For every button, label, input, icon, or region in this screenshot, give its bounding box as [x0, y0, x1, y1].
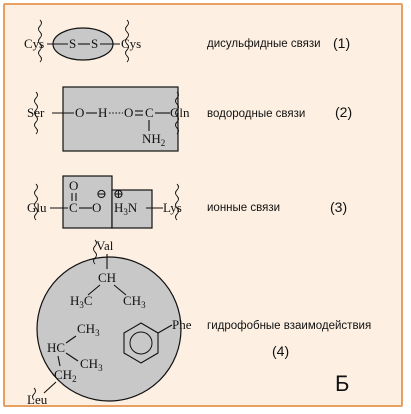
plus-charge-icon: ⊕	[113, 186, 124, 201]
chain-wavy-bottom	[32, 387, 36, 401]
sulfur-atom: S	[91, 36, 98, 51]
bond-number-3: (3)	[330, 199, 347, 215]
oxygen-atom: O	[124, 105, 133, 120]
hydrogen-group: Ser O H O C Gln NH2 водородные связи (2)	[27, 86, 352, 152]
val-h3c: H3C	[70, 293, 93, 310]
oxygen-atom: O	[69, 178, 78, 193]
leu-label: Leu	[27, 392, 48, 407]
bond-label-ionic: ионные связи	[207, 202, 280, 214]
carbon-atom: C	[69, 200, 78, 215]
lys-label: Lys	[163, 200, 182, 215]
bond	[87, 284, 101, 296]
hydrogen-box	[62, 86, 179, 152]
ionic-box-left	[62, 175, 113, 229]
chain-wavy-left	[34, 91, 38, 135]
glu-label: Glu	[27, 200, 47, 215]
bond-label-hydrogen: водородные связи	[207, 108, 305, 120]
bond-label-disulfide: дисульфидные связи	[207, 38, 321, 50]
bond	[65, 352, 79, 362]
chain-wavy-left	[38, 19, 42, 63]
bond-number-4: (4)	[272, 343, 289, 359]
hydrophobic-circle	[36, 256, 182, 402]
bond-label-hydrophobic: гидрофобные взаимодействия	[207, 320, 371, 332]
bond	[157, 324, 173, 334]
bond	[43, 381, 57, 394]
bond-number-2: (2)	[335, 104, 352, 120]
cys-left-label: Cys	[24, 36, 44, 51]
leu-ch3-top: CH3	[77, 321, 100, 338]
chain-wavy-right	[175, 91, 179, 135]
panel-letter: Б	[335, 371, 349, 396]
val-label: Val	[96, 238, 114, 253]
minus-charge-icon: ⊖	[96, 186, 107, 201]
oxygen-atom: O	[92, 200, 101, 215]
leu-hc: HC	[47, 340, 65, 355]
chain-wavy-right	[125, 19, 129, 63]
chain-wavy-top	[93, 239, 97, 265]
phe-label: Phe	[172, 317, 192, 332]
oxygen-atom: O	[75, 105, 84, 120]
leu-ch2: CH2	[54, 367, 77, 384]
chain-wavy-left	[34, 183, 38, 221]
sulfur-atom: S	[69, 36, 76, 51]
val-ch: CH	[98, 270, 116, 285]
disulfide-group: Cys S S Cys дисульфидные связи (1)	[24, 19, 350, 63]
ser-label: Ser	[27, 105, 45, 120]
ammonium-group: H3N	[114, 200, 138, 217]
hydrophobic-group: Val CH H3C CH3 Phe CH3 HC CH3 CH2 Leu ги…	[27, 238, 371, 407]
ionic-group: O Glu C O ⊖ ⊕ H3N Lys ионные связи (3)	[27, 175, 347, 229]
chain-wavy-right	[175, 183, 179, 221]
bond	[65, 335, 77, 344]
bond	[57, 355, 61, 367]
aromatic-circle-icon	[129, 331, 153, 355]
carbon-atom: C	[145, 105, 154, 120]
bond	[113, 284, 127, 296]
val-ch3: CH3	[123, 293, 146, 310]
amide-group: NH2	[142, 131, 165, 148]
leu-ch3-bottom: CH3	[80, 356, 103, 373]
ionic-box-right	[111, 189, 153, 229]
gln-label: Gln	[170, 105, 190, 120]
cys-right-label: Cys	[121, 36, 141, 51]
bond-number-1: (1)	[333, 35, 350, 51]
hydrogen-atom: H	[98, 105, 107, 120]
